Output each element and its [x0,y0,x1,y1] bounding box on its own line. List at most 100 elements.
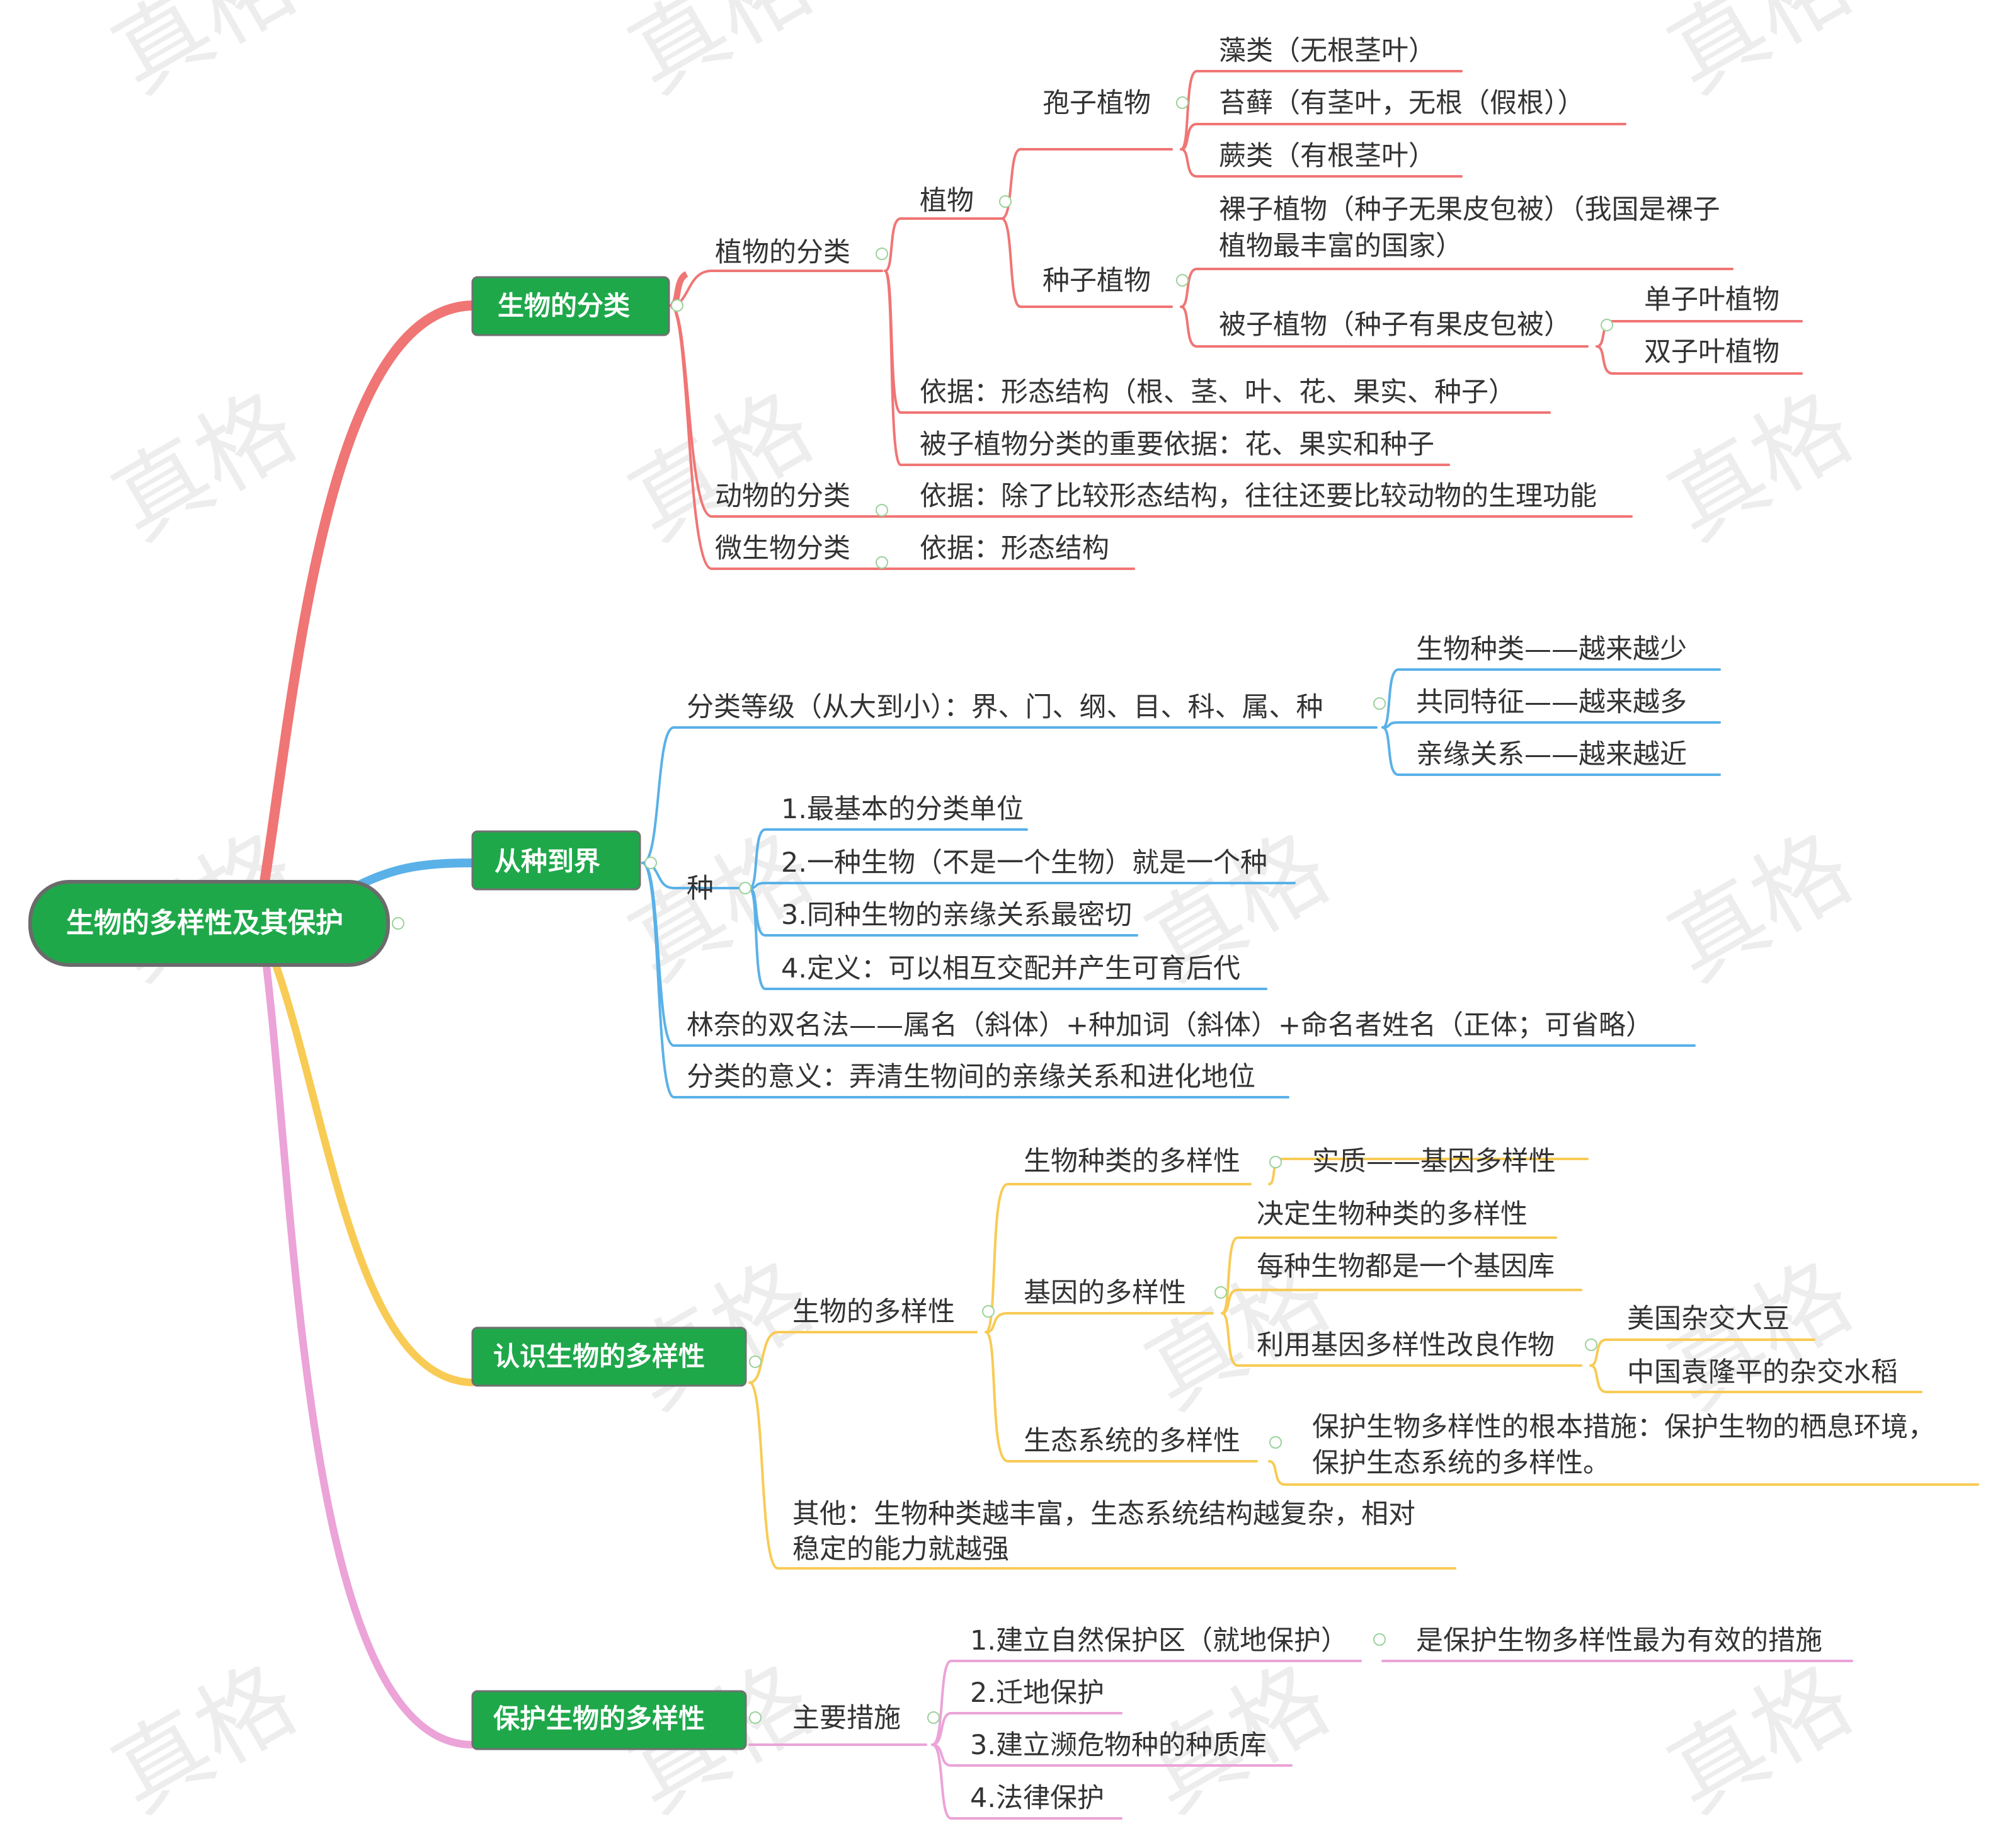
node-taxonomic-ranks[interactable]: 分类等级（从大到小）：界、门、纲、目、科、属、种 [687,692,1323,723]
collapse-toggle [1269,1156,1282,1168]
watermark: 真格 [1651,1644,1870,1834]
node-rank-features[interactable]: 共同特征——越来越多 [1416,687,1687,718]
node-rank-kinship[interactable]: 亲缘关系——越来越近 [1416,739,1687,770]
node-fern[interactable]: 蕨类（有根茎叶） [1219,140,1436,172]
collapse-toggle [927,1711,940,1724]
node-angiosperm-basis[interactable]: 被子植物分类的重要依据：花、果实和种子 [920,429,1434,460]
node-microbe-classification[interactable]: 微生物分类 [715,533,850,564]
collapse-toggle [1373,1633,1386,1646]
node-zhong-point4[interactable]: 4.定义：可以相互交配并产生可育后代 [781,953,1240,984]
node-gymnosperm-line2[interactable]: 植物最丰富的国家） [1219,231,1463,262]
node-species-essence[interactable]: 实质——基因多样性 [1312,1146,1556,1177]
node-us-soybean[interactable]: 美国杂交大豆 [1627,1303,1790,1335]
classification-lines [670,70,1803,570]
connector-diversity [267,947,476,1386]
node-gene-bank[interactable]: 每种生物都是一个基因库 [1257,1251,1555,1282]
collapse-toggle [999,195,1012,208]
node-gene-improve[interactable]: 利用基因多样性改良作物 [1257,1330,1555,1361]
collapse-toggle [749,1355,762,1368]
node-angiosperm[interactable]: 被子植物（种子有果皮包被） [1219,309,1571,341]
protection-subtree: 主要措施 1.建立自然保护区（就地保护） 是保护生物多样性最为有效的措施 2.迁… [792,1625,1822,1814]
node-ecosystem-measure-line1[interactable]: 保护生物多样性的根本措施：保护生物的栖息环境， [1312,1412,1935,1443]
node-seed-plants[interactable]: 种子植物 [1042,265,1151,297]
node-plants[interactable]: 植物 [920,185,974,217]
collapse-toggle [876,504,888,516]
node-rank-kinds[interactable]: 生物种类——越来越少 [1416,634,1687,665]
watermark: 真格 [612,0,830,114]
root-connectors [260,300,477,1748]
collapse-toggle [1269,1436,1282,1449]
collapse-toggle [876,556,888,569]
node-ecosystem-measure-line2[interactable]: 保护生态系统的多样性。 [1312,1447,1610,1479]
collapse-toggle [644,857,657,869]
node-measure-3[interactable]: 3.建立濒危物种的种质库 [970,1730,1267,1761]
collapse-toggle [1176,274,1189,287]
collapse-toggle [1176,96,1189,109]
topic-label: 认识生物的多样性 [493,1341,705,1372]
watermark: 真格 [95,1644,314,1834]
node-algae[interactable]: 藻类（无根茎叶） [1219,35,1436,67]
topic-classification[interactable]: 生物的分类 [471,276,670,336]
topic-protection[interactable]: 保护生物的多样性 [471,1690,747,1750]
collapse-toggle [1214,1286,1227,1299]
node-zhong-point3[interactable]: 3.同种生物的亲缘关系最密切 [781,899,1132,931]
species-subtree: 分类等级（从大到小）：界、门、纲、目、科、属、种 生物种类——越来越少 共同特征… [687,634,1687,1093]
connector-species [348,858,477,893]
node-biodiversity[interactable]: 生物的多样性 [792,1296,955,1328]
collapse-toggle [876,248,888,260]
topic-label: 保护生物的多样性 [493,1703,705,1734]
node-zhong[interactable]: 种 [687,873,714,904]
node-gene-decides[interactable]: 决定生物种类的多样性 [1257,1199,1528,1230]
node-classification-meaning[interactable]: 分类的意义：弄清生物间的亲缘关系和进化地位 [687,1061,1255,1093]
node-main-measures[interactable]: 主要措施 [792,1703,901,1734]
protection-lines [748,1660,1853,1820]
watermark: 真格 [95,0,314,114]
node-dicot[interactable]: 双子叶植物 [1644,336,1779,368]
diversity-subtree: 生物的多样性 生物种类的多样性 实质——基因多样性 基因的多样性 决定生物种类的… [792,1146,1935,1565]
collapse-toggle [739,882,751,894]
node-other-line2[interactable]: 稳定的能力就越强 [792,1534,1009,1565]
collapse-toggle [671,299,683,312]
topic-diversity[interactable]: 认识生物的多样性 [471,1326,747,1387]
watermark: 真格 [1651,813,1870,1002]
node-plant-classification[interactable]: 植物的分类 [715,237,850,268]
collapse-toggle [1373,697,1386,710]
node-ecosystem-diversity[interactable]: 生态系统的多样性 [1024,1425,1240,1457]
node-zhong-point2[interactable]: 2.一种生物（不是一个生物）就是一个种 [781,847,1267,879]
watermark: 真格 [95,372,314,561]
node-measure-1[interactable]: 1.建立自然保护区（就地保护） [970,1625,1348,1657]
node-measure-1-note[interactable]: 是保护生物多样性最为有效的措施 [1416,1625,1822,1657]
watermark: 真格 [1651,1241,1870,1430]
node-plant-basis[interactable]: 依据：形态结构（根、茎、叶、花、果实、种子） [920,377,1516,408]
connector-protection [261,947,476,1748]
node-gene-diversity[interactable]: 基因的多样性 [1024,1277,1186,1309]
topic-species[interactable]: 从种到界 [471,830,641,891]
node-microbe-basis[interactable]: 依据：形态结构 [920,533,1109,564]
species-lines [641,668,1721,1098]
node-gymnosperm-line1[interactable]: 裸子植物（种子无果皮包被）（我国是裸子 [1219,194,1720,225]
node-animal-basis[interactable]: 依据：除了比较形态结构，往往还要比较动物的生理功能 [920,481,1597,512]
node-binomial[interactable]: 林奈的双名法——属名（斜体）+种加词（斜体）+命名者姓名（正体；可省略） [687,1010,1653,1041]
collapse-toggles[interactable] [392,96,1613,1724]
collapse-toggle [1601,319,1613,331]
watermark: 真格 [1651,0,1870,114]
node-cn-rice[interactable]: 中国袁隆平的杂交水稻 [1627,1357,1898,1388]
node-monocot[interactable]: 单子叶植物 [1644,284,1779,316]
topic-label: 生物的分类 [498,290,630,321]
collapse-toggle [749,1711,762,1724]
watermark: 真格 [1651,372,1870,561]
collapse-toggle [1585,1338,1597,1351]
node-species-diversity[interactable]: 生物种类的多样性 [1024,1146,1240,1177]
diversity-lines [748,1158,1979,1570]
node-animal-classification[interactable]: 动物的分类 [715,481,850,512]
connector-classification [260,300,477,887]
node-moss[interactable]: 苔藓（有茎叶，无根（假根）） [1219,88,1585,119]
node-measure-4[interactable]: 4.法律保护 [970,1782,1104,1814]
node-zhong-point1[interactable]: 1.最基本的分类单位 [781,794,1024,825]
node-measure-2[interactable]: 2.迁地保护 [970,1677,1104,1709]
root-node[interactable]: 生物的多样性及其保护 [28,880,390,967]
node-other-line1[interactable]: 其他：生物种类越丰富，生态系统结构越复杂，相对 [792,1498,1415,1530]
collapse-toggle [392,917,404,930]
node-spore-plants[interactable]: 孢子植物 [1042,88,1151,119]
root-title: 生物的多样性及其保护 [66,907,343,939]
